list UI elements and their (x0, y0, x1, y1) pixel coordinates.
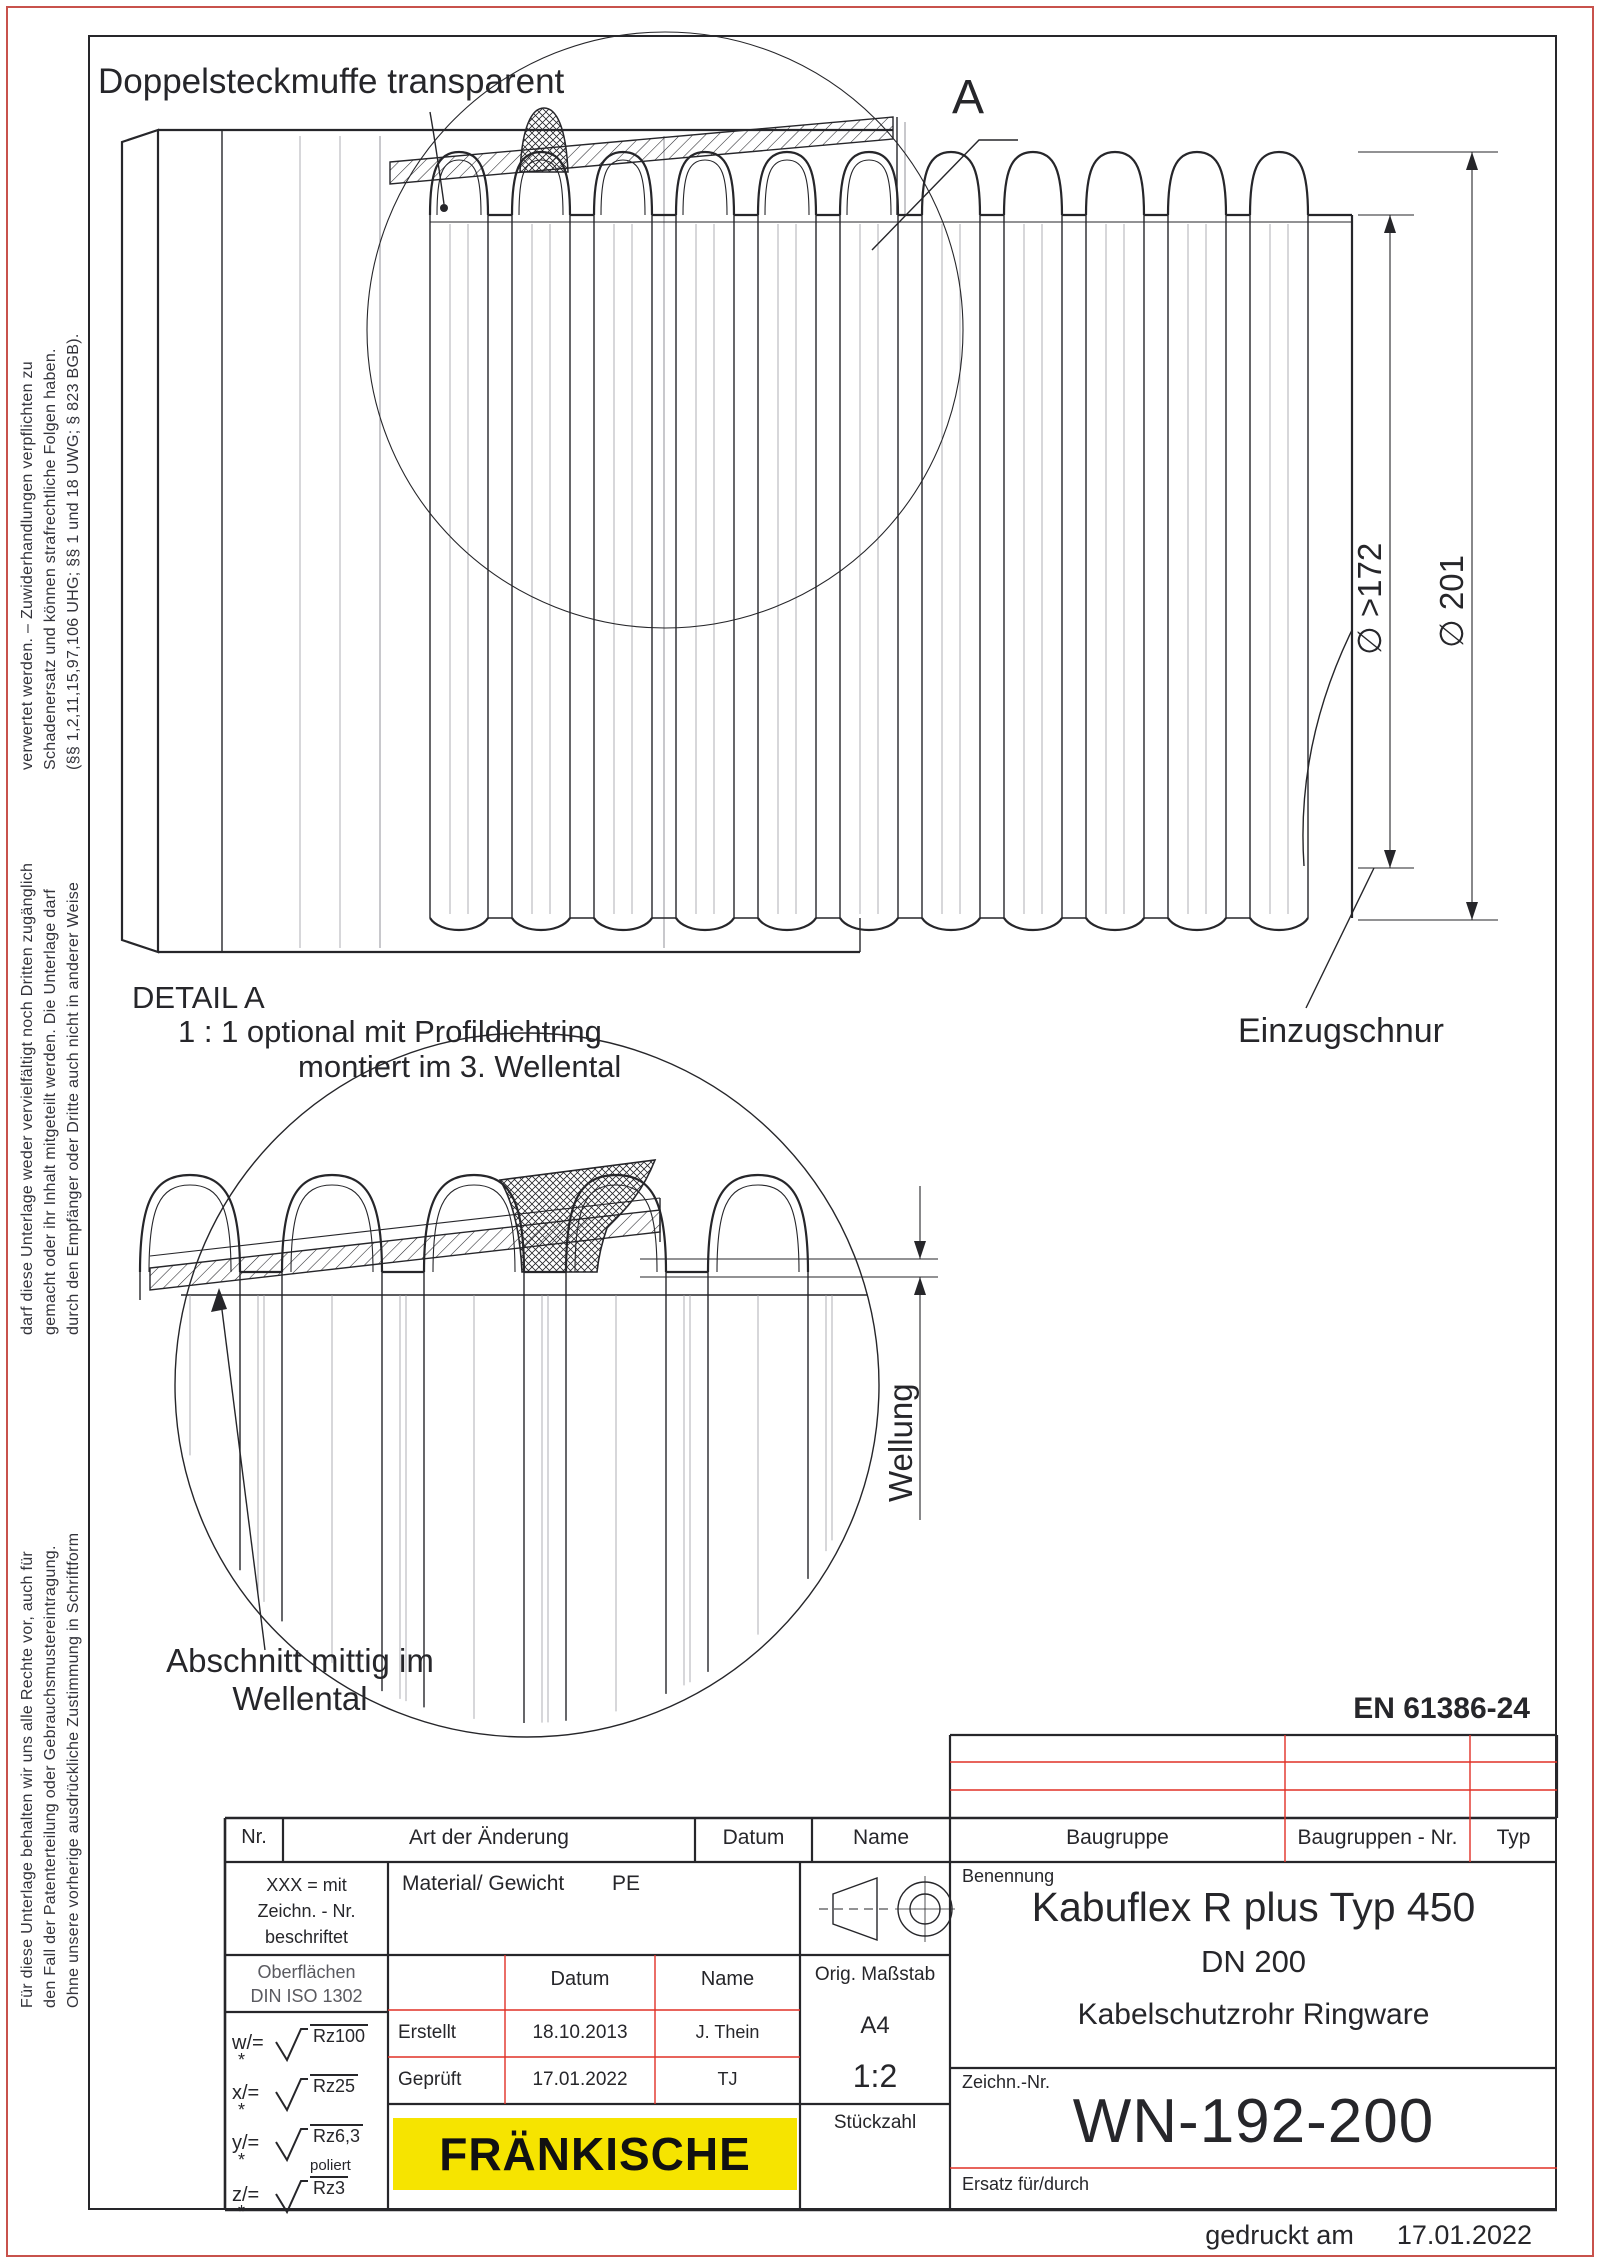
standard-label: EN 61386-24 (1353, 1692, 1530, 1725)
scale-label: Orig. Maßstab (814, 1964, 936, 1985)
fraenkische-logo: FRÄNKISCHE (393, 2118, 797, 2190)
printed-footer: gedruckt am 17.01.2022 (1100, 2220, 1532, 2251)
section-note-line2: Wellental (232, 1680, 368, 1717)
col-assembly: Baugruppe (1066, 1826, 1169, 1849)
designation-label: Benennung (962, 1866, 1055, 1886)
col-change: Art der Änderung (409, 1826, 569, 1849)
first-angle-projection-icon (819, 1876, 955, 1942)
surface-mark-w: w/= Rz100 * (230, 2022, 388, 2070)
col-date: Datum (722, 1826, 785, 1849)
roughness-check-icon (275, 2180, 308, 2215)
surface-sym: w/= (232, 2032, 264, 2054)
material-label: Material/ Gewicht (402, 1872, 565, 1895)
surface-value: Rz100 (310, 2024, 369, 2047)
xxx-note-line: Zeichn. - Nr. (257, 1901, 356, 1921)
drawing-no: WN-192-200 (1072, 2087, 1435, 2156)
surface-sym: y/= (232, 2132, 260, 2154)
cord-leader-line (1305, 867, 1375, 1009)
surface-value: Rz6,3 (310, 2124, 364, 2147)
surface-value: Rz25 (310, 2074, 359, 2097)
col-type: Typ (1496, 1826, 1531, 1849)
surface-sym: z/= (232, 2184, 260, 2206)
surface-mark-x: x/= Rz25 * (230, 2072, 388, 2120)
dim-outer-label: ∅ 201 (1433, 555, 1470, 648)
detail-a-leader-line (871, 139, 1018, 251)
format-value: A4 (860, 2012, 890, 2039)
title-block-lines (223, 1733, 1559, 2212)
approval-role: Erstellt (398, 2022, 457, 2043)
wave-label: Wellung (882, 1383, 919, 1502)
approval-name-header: Name (700, 1968, 755, 1990)
roughness-check-icon (275, 2078, 308, 2113)
surface-asterisk: * (238, 2150, 246, 2170)
surface-sym: x/= (232, 2082, 260, 2104)
sleeve-leader-line (429, 111, 445, 205)
surface-asterisk: * (238, 2050, 246, 2070)
corrugation-ribs (428, 150, 1310, 931)
product-type: Kabelschutzrohr Ringware (1077, 1998, 1430, 2031)
pull-cord-line (1302, 629, 1353, 867)
main-pipe-view (120, 31, 1375, 1009)
roughness-check-icon (275, 2128, 308, 2163)
drawing-no-label: Zeichn.-Nr. (962, 2072, 1051, 2092)
roughness-check-icon (275, 2028, 308, 2063)
detail-marker-label: A (952, 71, 985, 124)
detail-corrugation (138, 1173, 833, 1723)
col-assembly-nr: Baugruppen - Nr. (1297, 1826, 1458, 1849)
surface-header-line: DIN ISO 1302 (250, 1986, 363, 2006)
section-leader-line (220, 1301, 266, 1651)
detail-note-2: montiert im 3. Wellental (298, 1049, 622, 1084)
detail-title: DETAIL A (132, 980, 265, 1015)
section-note-line1: Abschnitt mittig im (166, 1642, 434, 1679)
material-value: PE (612, 1872, 641, 1895)
approval-date: 17.01.2022 (532, 2069, 628, 2090)
section-note: Abschnitt mittig im Wellental (105, 1642, 495, 1718)
replaces-label: Ersatz für/durch (962, 2174, 1090, 2194)
dim-inner-label: ∅ >172 (1351, 542, 1388, 655)
surface-header: Oberflächen DIN ISO 1302 (225, 1960, 388, 2008)
xxx-note-line: XXX = mit (266, 1875, 347, 1895)
surface-header-line: Oberflächen (257, 1962, 356, 1982)
approval-role: Geprüft (398, 2069, 462, 2090)
surface-mark-y: y/= Rz6,3 * (230, 2122, 388, 2170)
page-border (6, 6, 1594, 2257)
printed-label: gedruckt am (1205, 2220, 1354, 2250)
col-nr: Nr. (241, 1826, 267, 1848)
surface-asterisk: * (238, 2202, 246, 2222)
approval-name: J. Thein (695, 2022, 760, 2042)
approval-date: 18.10.2013 (532, 2022, 628, 2043)
product-dn: DN 200 (1200, 1944, 1307, 1979)
col-name: Name (852, 1826, 910, 1849)
dimension-lines (1358, 151, 1498, 921)
cord-label: Einzugschnur (1238, 1012, 1445, 1050)
surface-mark-z: z/= poliert Rz3 * (230, 2157, 388, 2222)
product-name: Kabuflex R plus Typ 450 (1031, 1884, 1476, 1930)
detail-a-view (138, 1032, 938, 1738)
surface-value: Rz3 (310, 2176, 349, 2199)
xxx-note: XXX = mit Zeichn. - Nr. beschriftet (225, 1872, 388, 1950)
surface-note: poliert (310, 2157, 351, 2174)
seal-ring-section (519, 107, 569, 173)
sleeve-label: Doppelsteckmuffe transparent (98, 62, 565, 101)
approval-name: TJ (717, 2069, 738, 2089)
quantity-label: Stückzahl (833, 2112, 917, 2133)
printed-date: 17.01.2022 (1396, 2220, 1532, 2250)
scale-value: 1:2 (852, 2058, 898, 2094)
profildichtring-section (498, 1159, 657, 1273)
approval-date-header: Datum (550, 1968, 610, 1990)
xxx-note-line: beschriftet (264, 1927, 349, 1947)
surface-asterisk: * (238, 2100, 246, 2120)
detail-note-1: 1 : 1 optional mit Profildichtring (178, 1014, 602, 1049)
